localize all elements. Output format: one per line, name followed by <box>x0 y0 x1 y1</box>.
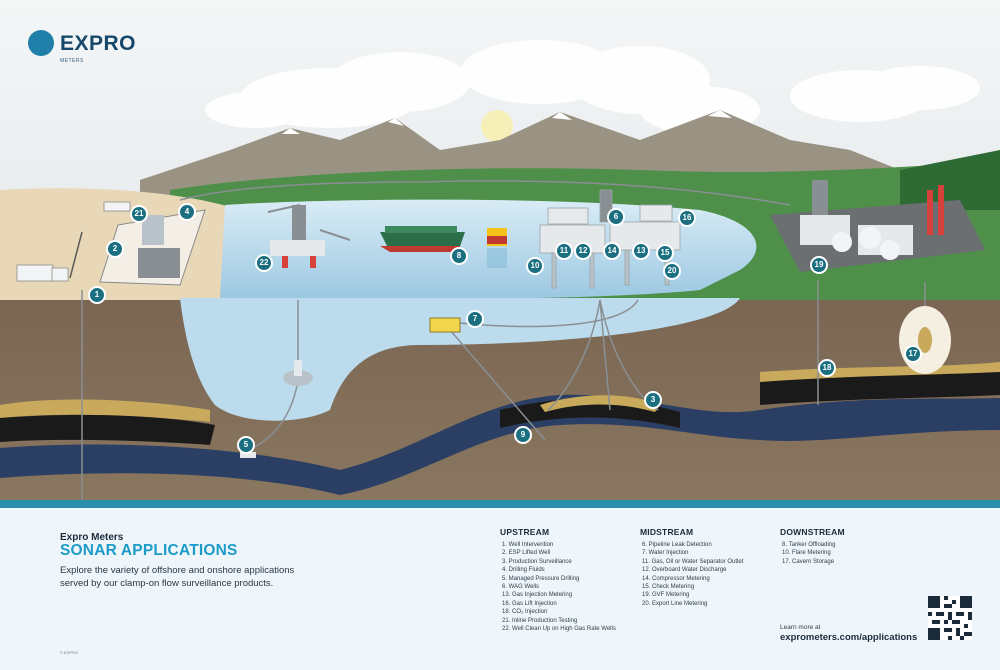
strata-yellow <box>0 399 210 422</box>
cavern-fluid <box>918 327 932 353</box>
callout-19[interactable]: 19 <box>810 256 828 274</box>
list-item: 3. Production Surveillance <box>502 558 572 565</box>
list-item: 13. Gas Injection Metering <box>502 592 573 599</box>
tanker <box>380 226 465 252</box>
callout-22[interactable]: 22 <box>255 254 273 272</box>
copyright: © EXPRO <box>60 650 79 655</box>
downstream-list: 8. Tanker Offloading 10. Flare Metering … <box>780 541 845 566</box>
callout-17[interactable]: 17 <box>904 345 922 363</box>
upstream-heading: UPSTREAM <box>500 527 550 537</box>
mud-mat <box>294 360 302 376</box>
list-item: 20. Export Line Metering <box>642 600 708 607</box>
list-item: 6. Pipeline Leak Detection <box>642 542 712 548</box>
sun <box>481 110 513 142</box>
refinery <box>800 180 944 260</box>
callout-20[interactable]: 20 <box>663 262 681 280</box>
learn-more-label: Learn more at <box>780 624 821 631</box>
upstream-column: UPSTREAM 1. Well Intervention 2. ESP Lif… <box>500 527 616 633</box>
applications-illustration <box>0 0 1000 500</box>
underwater-reservoir <box>180 298 740 421</box>
list-item: 19. GVF Metering <box>642 592 690 599</box>
downstream-heading: DOWNSTREAM <box>780 527 845 537</box>
list-item: 8. Tanker Offloading <box>782 542 836 548</box>
callout-4[interactable]: 4 <box>178 203 196 221</box>
callout-11[interactable]: 11 <box>555 242 573 260</box>
list-item: 2. ESP Lifted Well <box>502 550 551 557</box>
intro-text: Explore the variety of offshore and onsh… <box>60 565 295 589</box>
callout-2[interactable]: 2 <box>106 240 124 258</box>
qr-code-icon[interactable] <box>928 596 972 640</box>
callout-16[interactable]: 16 <box>678 209 696 227</box>
expro-logo[interactable]: EXPRO METERS <box>28 30 188 70</box>
callout-8[interactable]: 8 <box>450 247 468 265</box>
callout-5[interactable]: 5 <box>237 436 255 454</box>
list-item: 10. Flare Metering <box>782 550 831 557</box>
midstream-column: MIDSTREAM 6. Pipeline Leak Detection 7. … <box>640 527 743 608</box>
gas-pocket <box>540 395 660 412</box>
list-item: 14. Compressor Metering <box>642 575 710 582</box>
subsea-template <box>283 370 313 386</box>
callout-14[interactable]: 14 <box>603 242 621 260</box>
downstream-column: DOWNSTREAM 8. Tanker Offloading 10. Flar… <box>780 527 845 566</box>
drilling-platform <box>267 204 351 268</box>
list-item: 21. Inline Production Testing <box>502 617 578 624</box>
callout-9[interactable]: 9 <box>514 426 532 444</box>
list-item: 7. Water Injection <box>642 550 689 557</box>
strata-navy <box>0 394 1000 495</box>
wellsite-equipment <box>16 201 180 282</box>
midstream-heading: MIDSTREAM <box>640 527 694 537</box>
callout-13[interactable]: 13 <box>632 242 650 260</box>
list-item: 18. CO₂ Injection <box>502 609 548 616</box>
lion-icon <box>28 30 54 56</box>
list-item: 12. Overboard Water Discharge <box>642 567 727 574</box>
offloading-buoy <box>487 228 507 268</box>
callout-1[interactable]: 1 <box>88 286 106 304</box>
midstream-list: 6. Pipeline Leak Detection 7. Water Inje… <box>640 541 743 608</box>
list-item: 16. Gas Lift Injection <box>502 600 557 607</box>
list-item: 22. Well Clean Up on High Gas Rate Wells <box>502 626 616 633</box>
subsea-connector <box>240 452 256 458</box>
list-item: 6. WAG Wells <box>502 584 540 591</box>
brand-label: Expro Meters <box>60 532 124 543</box>
callout-12[interactable]: 12 <box>574 242 592 260</box>
callout-3[interactable]: 3 <box>644 391 662 409</box>
callout-7[interactable]: 7 <box>466 310 484 328</box>
callout-21[interactable]: 21 <box>130 205 148 223</box>
info-panel <box>0 508 1000 670</box>
strata-black-right <box>760 370 1000 405</box>
divider-band <box>0 500 1000 508</box>
list-item: 1. Well Intervention <box>502 542 554 548</box>
list-item: 15. Check Metering <box>642 584 695 591</box>
page-title: SONAR APPLICATIONS <box>60 542 238 559</box>
website-link[interactable]: exprometers.com/applications <box>780 632 918 643</box>
subsea-manifold <box>429 317 461 333</box>
logo-subtitle: METERS <box>60 58 84 64</box>
callout-6[interactable]: 6 <box>607 208 625 226</box>
logo-wordmark: EXPRO <box>60 32 137 55</box>
forest <box>900 150 1000 210</box>
list-item: 11. Gas, Oil or Water Separator Outlet <box>642 558 744 565</box>
callout-10[interactable]: 10 <box>526 257 544 275</box>
list-item: 5. Managed Pressure Drilling <box>502 575 580 582</box>
callout-18[interactable]: 18 <box>818 359 836 377</box>
strata-black <box>0 414 215 445</box>
list-item: 4. Drilling Fluids <box>502 567 545 574</box>
callout-15[interactable]: 15 <box>656 244 674 262</box>
list-item: 17. Cavern Storage <box>782 558 835 565</box>
upstream-list: 1. Well Intervention 2. ESP Lifted Well … <box>500 541 616 633</box>
